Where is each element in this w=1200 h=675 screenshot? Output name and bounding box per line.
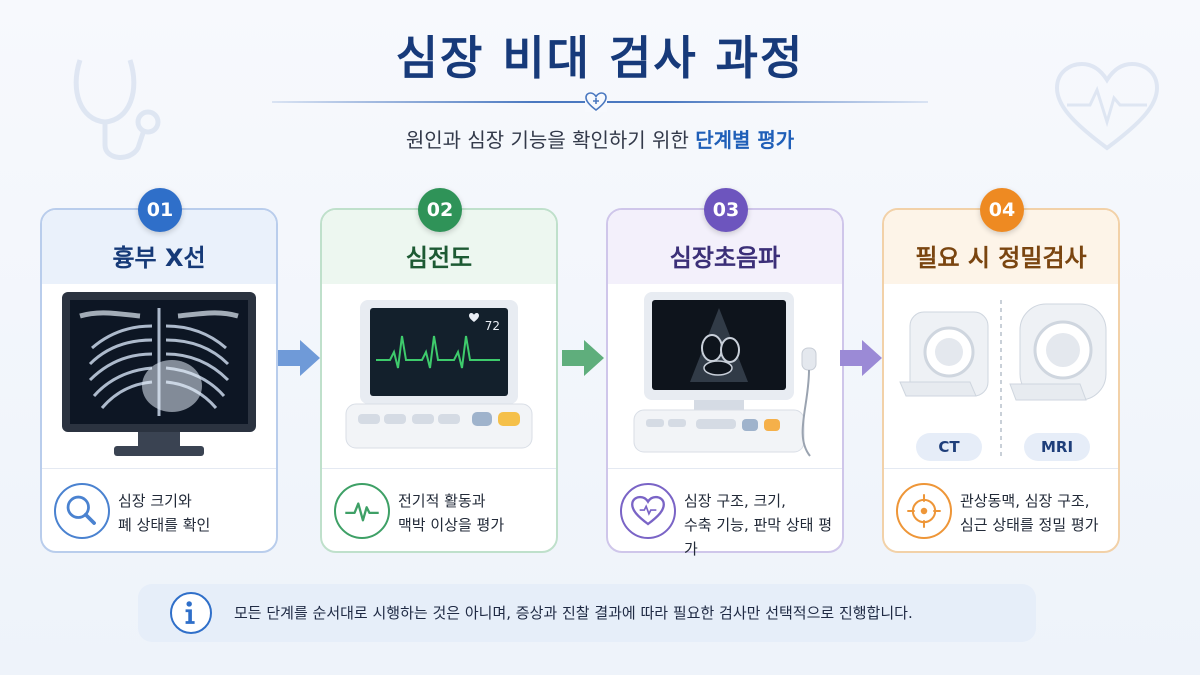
card-footer: 심장 크기와 폐 상태를 확인 [42, 468, 276, 551]
info-note: 모든 단계를 순서대로 시행하는 것은 아니며, 증상과 진찰 결과에 따라 필… [138, 584, 1036, 642]
note-text: 모든 단계를 순서대로 시행하는 것은 아니며, 증상과 진찰 결과에 따라 필… [234, 604, 913, 622]
step-title: 필요 시 정밀검사 [915, 244, 1087, 272]
mri-label: MRI [1024, 433, 1090, 461]
step-card-ecg: 02 심전도 72 전기적 활동과 맥박 이상을 평가 [320, 188, 558, 553]
target-icon [896, 483, 952, 539]
step-description: 관상동맥, 심장 구조, 심근 상태를 정밀 평가 [960, 489, 1120, 537]
step-title: 심장초음파 [669, 244, 781, 272]
step-description: 심장 크기와 폐 상태를 확인 [118, 489, 278, 537]
desc-line: 전기적 활동과 [398, 492, 486, 510]
desc-line: 심근 상태를 정밀 평가 [960, 516, 1099, 534]
step-number-badge: 03 [704, 188, 748, 232]
card-footer: 심장 구조, 크기, 수축 기능, 판막 상태 평가 [608, 468, 842, 558]
page-title: 심장 비대 검사 과정 [395, 31, 805, 85]
subtitle-text: 원인과 심장 기능을 확인하기 위한 [405, 128, 696, 152]
heart-icon [620, 483, 676, 539]
ct-mri-scanner-illustration [899, 300, 1107, 456]
card-footer: 관상동맥, 심장 구조, 심근 상태를 정밀 평가 [884, 468, 1118, 551]
step-number-badge: 02 [418, 188, 462, 232]
ecg-wave-icon [334, 483, 390, 539]
step-number-badge: 04 [980, 188, 1024, 232]
step-description: 심장 구조, 크기, 수축 기능, 판막 상태 평가 [684, 489, 844, 561]
step-description: 전기적 활동과 맥박 이상을 평가 [398, 489, 558, 537]
heart-pulse-decoration-icon [1054, 61, 1160, 151]
ecg-monitor-illustration: 72 [345, 300, 533, 449]
step-card-advanced-imaging: 04 필요 시 정밀검사 CT MRI 관상동맥, 심장 구조, 심근 상태를 … [882, 188, 1120, 553]
stethoscope-decoration-icon [73, 59, 161, 160]
card-footer: 전기적 활동과 맥박 이상을 평가 [322, 468, 556, 551]
magnifier-icon [54, 483, 110, 539]
desc-line: 수축 기능, 판막 상태 평가 [684, 516, 833, 558]
step-title: 흉부 X선 [112, 244, 206, 272]
xray-monitor-illustration [62, 292, 256, 456]
step-card-echocardiography: 03 심장초음파 심장 구조, 크기, 수축 기능, 판막 상태 평가 [606, 188, 844, 558]
heart-cross-icon [585, 92, 607, 112]
arrow-right-icon [840, 340, 882, 376]
arrow-right-icon [562, 340, 604, 376]
step-title: 심전도 [405, 244, 473, 272]
heart-rate-readout: 72 [485, 319, 500, 333]
desc-line: 관상동맥, 심장 구조, [960, 492, 1090, 510]
info-icon [170, 592, 212, 634]
desc-line: 심장 크기와 [118, 492, 192, 510]
desc-line: 심장 구조, 크기, [684, 492, 786, 510]
ultrasound-machine-illustration [633, 292, 817, 457]
step-card-chest-xray: 01 흉부 X선 심장 크기와 폐 상태를 확인 [40, 188, 278, 553]
desc-line: 폐 상태를 확인 [118, 516, 211, 534]
subtitle: 원인과 심장 기능을 확인하기 위한 단계별 평가 [0, 124, 1200, 153]
arrow-right-icon [278, 340, 320, 376]
ct-label: CT [916, 433, 982, 461]
subtitle-highlight: 단계별 평가 [695, 128, 795, 152]
step-number-badge: 01 [138, 188, 182, 232]
desc-line: 맥박 이상을 평가 [398, 516, 505, 534]
